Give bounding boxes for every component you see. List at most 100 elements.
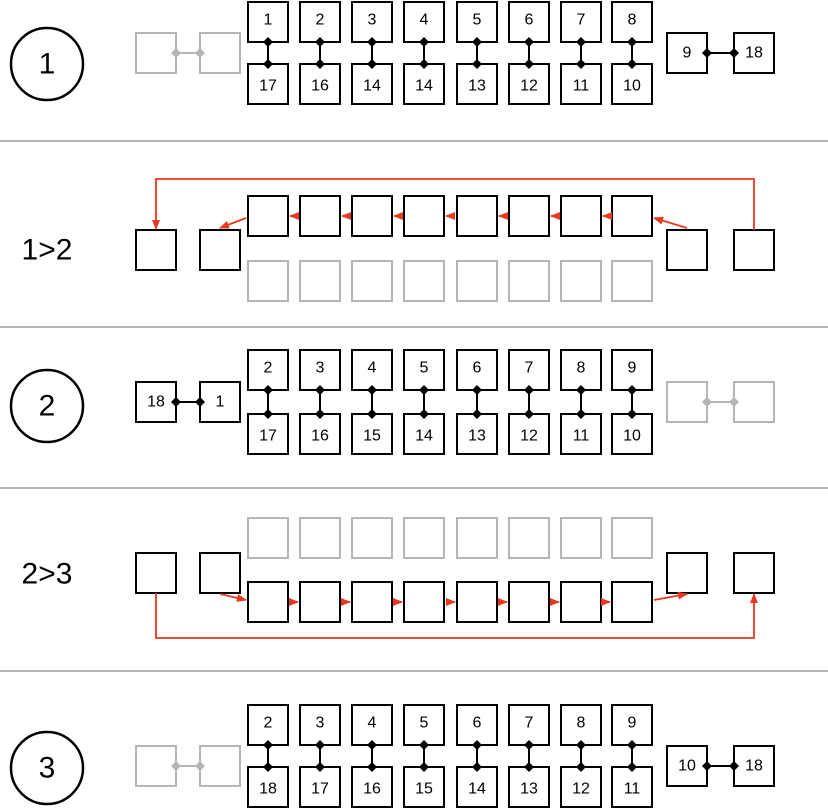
top-value-8: 8 <box>628 12 637 29</box>
bottom-node-8 <box>611 413 653 455</box>
pair-joint-top-3 <box>367 37 377 47</box>
top-value-2: 3 <box>316 715 325 732</box>
pair-joint-top-2 <box>315 740 325 750</box>
bottom-value-2: 16 <box>311 428 329 445</box>
pair-joint-bottom-1 <box>263 762 273 772</box>
moving-node-4 <box>403 195 445 237</box>
bottom-value-6: 13 <box>520 781 538 798</box>
pair-joint-bottom-2 <box>315 762 325 772</box>
bottom-value-4: 14 <box>415 428 433 445</box>
moving-node-4 <box>403 581 445 623</box>
bottom-value-3: 14 <box>363 78 381 95</box>
ghost-node-4 <box>403 260 445 302</box>
right-chain-node-b <box>733 32 775 74</box>
pair-joint-bottom-3 <box>367 762 377 772</box>
bottom-value-8: 11 <box>624 781 641 798</box>
right-chain-value-a: 9 <box>683 45 692 62</box>
bottom-value-3: 15 <box>363 428 381 445</box>
pair-joint-bottom-1 <box>263 409 273 419</box>
pair-joint-top-6 <box>524 37 534 47</box>
top-value-7: 7 <box>577 12 586 29</box>
bottom-value-6: 12 <box>520 428 538 445</box>
end-node-2 <box>199 552 241 594</box>
left-chain-joint-a <box>171 761 181 771</box>
step-circle-1 <box>9 26 85 102</box>
right-chain-joint-a <box>702 48 712 58</box>
bottom-value-8: 10 <box>623 428 641 445</box>
top-value-8: 9 <box>628 715 637 732</box>
end-node-3 <box>666 552 708 594</box>
top-node-5 <box>456 704 498 746</box>
top-value-1: 2 <box>264 715 273 732</box>
right-chain-value-b: 18 <box>745 758 763 775</box>
top-value-7: 8 <box>577 715 586 732</box>
bottom-node-1 <box>247 413 289 455</box>
pair-joint-top-8 <box>627 37 637 47</box>
bottom-node-2 <box>299 413 341 455</box>
step-circle-5 <box>9 730 85 806</box>
bottom-node-2 <box>299 63 341 105</box>
left-chain-joint-b <box>195 48 205 58</box>
left-chain-node-a <box>135 32 177 74</box>
enter-arrow <box>653 216 688 229</box>
left-chain-value-a: 18 <box>147 394 165 411</box>
pair-joint-top-5 <box>472 385 482 395</box>
step-label-5: 3 <box>39 752 56 785</box>
end-node-2 <box>199 229 241 271</box>
pair-joint-bottom-8 <box>627 409 637 419</box>
pair-joint-bottom-5 <box>472 762 482 772</box>
ghost-node-7 <box>560 517 602 559</box>
pair-joint-bottom-2 <box>315 409 325 419</box>
top-node-7 <box>560 704 602 746</box>
right-chain-joint-b <box>729 48 739 58</box>
ghost-node-3 <box>351 260 393 302</box>
top-node-7 <box>560 349 602 391</box>
top-value-4: 5 <box>420 715 429 732</box>
wrap-arrow <box>152 178 755 230</box>
pair-joint-top-8 <box>627 385 637 395</box>
moving-node-5 <box>456 195 498 237</box>
bottom-node-3 <box>351 766 393 808</box>
pair-joint-bottom-7 <box>576 762 586 772</box>
ghost-node-5 <box>456 260 498 302</box>
bottom-value-1: 17 <box>259 428 277 445</box>
pair-joint-bottom-7 <box>576 409 586 419</box>
moving-node-3 <box>351 581 393 623</box>
ghost-node-6 <box>508 260 550 302</box>
exit-arrow <box>653 591 688 601</box>
top-value-4: 4 <box>420 12 429 29</box>
ghost-node-4 <box>403 517 445 559</box>
step-label-2: 1>2 <box>22 234 73 267</box>
left-chain-value-b: 1 <box>216 394 225 411</box>
pair-joint-top-4 <box>419 385 429 395</box>
moving-node-1 <box>247 195 289 237</box>
top-value-6: 7 <box>525 715 534 732</box>
right-chain-node-b <box>733 745 775 787</box>
top-value-4: 5 <box>420 360 429 377</box>
end-node-4 <box>733 552 775 594</box>
top-value-5: 6 <box>473 715 482 732</box>
step-circle-3 <box>9 368 85 444</box>
bottom-node-7 <box>560 766 602 808</box>
top-value-5: 6 <box>473 360 482 377</box>
bottom-node-7 <box>560 63 602 105</box>
bottom-value-2: 17 <box>311 781 329 798</box>
pair-joint-top-7 <box>576 740 586 750</box>
bottom-node-8 <box>611 63 653 105</box>
bottom-value-1: 18 <box>259 781 277 798</box>
ghost-node-5 <box>456 517 498 559</box>
moving-node-5 <box>456 581 498 623</box>
pair-joint-top-3 <box>367 740 377 750</box>
ghost-node-8 <box>611 517 653 559</box>
ghost-node-3 <box>351 517 393 559</box>
moving-node-8 <box>611 581 653 623</box>
pair-joint-bottom-6 <box>524 59 534 69</box>
pair-joint-top-8 <box>627 740 637 750</box>
moving-node-2 <box>299 195 341 237</box>
step-label-4: 2>3 <box>22 558 73 591</box>
top-value-8: 9 <box>628 360 637 377</box>
top-node-4 <box>403 1 445 43</box>
top-node-6 <box>508 704 550 746</box>
pair-joint-top-6 <box>524 385 534 395</box>
bottom-node-3 <box>351 413 393 455</box>
